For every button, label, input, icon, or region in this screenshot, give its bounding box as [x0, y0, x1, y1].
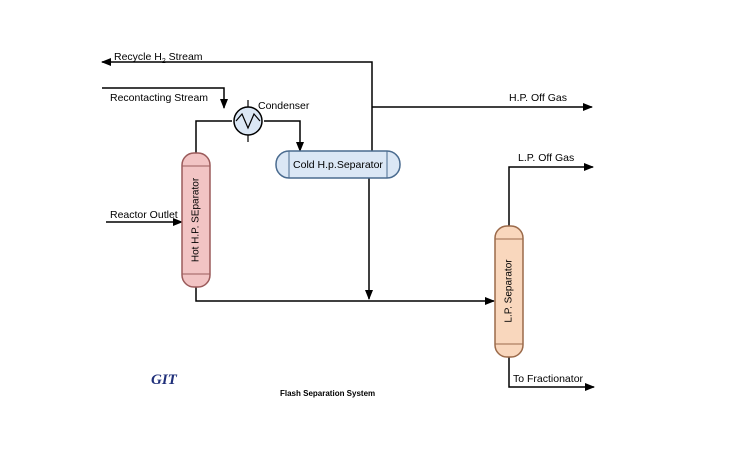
cold-hp-separator: Cold H.p.Separator: [275, 150, 401, 179]
condenser-label: Condenser: [258, 100, 310, 112]
lp-separator-vessel: [494, 225, 524, 358]
reactor-outlet-label: Reactor Outlet: [110, 209, 178, 221]
lp-separator-label: L.P. Separator: [504, 259, 515, 323]
recycle-h2-line: [101, 58, 373, 152]
condenser: Condenser: [233, 100, 310, 142]
diagram-caption: Flash Separation System: [280, 389, 375, 398]
hot-hp-separator-vessel: [181, 152, 211, 288]
condenser-outlet-line: [264, 120, 304, 152]
to-fractionator-label: To Fractionator: [513, 373, 584, 385]
recycle-h2-label: Recycle H2 Stream: [114, 51, 203, 65]
lp-off-gas-label: L.P. Off Gas: [518, 152, 574, 164]
lp-separator: L.P. Separator: [494, 225, 524, 358]
lp-off-gas-line: [508, 163, 594, 226]
hp-off-gas-label: H.P. Off Gas: [509, 92, 567, 104]
recontacting-line: [102, 87, 228, 109]
hot-hp-separator-label: Hot H.P. SEparator: [191, 177, 202, 262]
git-logo-text: GIT: [151, 372, 178, 388]
hot-bottoms-line: [195, 287, 495, 305]
hot-vapor-line: [195, 120, 232, 153]
cold-hp-separator-vessel: [275, 150, 401, 179]
recontacting-label: Recontacting Stream: [110, 92, 208, 104]
hot-hp-separator: Hot H.P. SEparator: [181, 152, 211, 288]
to-fractionator-line: [508, 357, 595, 391]
cold-hp-separator-label: Cold H.p.Separator: [293, 159, 383, 171]
